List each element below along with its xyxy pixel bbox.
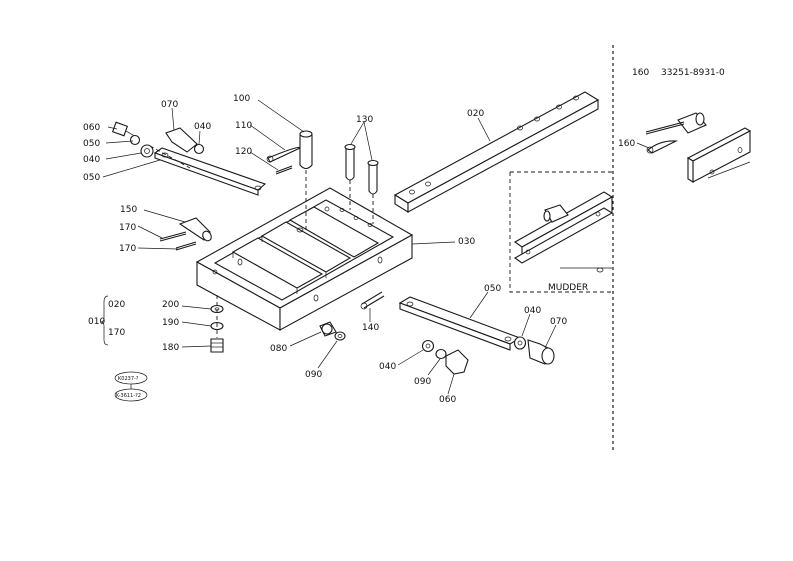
bolt-stack-upper-left <box>111 121 205 169</box>
bolt-stack-lower-left <box>210 295 224 353</box>
pin-150 <box>159 217 212 251</box>
callout-060-lower: 060 <box>439 395 456 405</box>
leader-lines <box>102 99 650 395</box>
callout-050-label-upper: 050 <box>83 139 100 149</box>
callout-060-upper: 060 <box>83 123 100 133</box>
callout-040-upper-left: 040 <box>83 155 100 165</box>
callout-130: 130 <box>356 115 373 125</box>
reference-part-160 <box>645 112 752 183</box>
assembly-item-170: 170 <box>108 328 125 338</box>
callout-110: 110 <box>235 121 252 131</box>
callout-070-lower: 070 <box>550 317 567 327</box>
callout-190: 190 <box>162 318 179 328</box>
callout-030: 030 <box>458 237 475 247</box>
callout-labels: 070 100 060 040 110 050 040 120 050 130 … <box>83 94 635 405</box>
stamp-bottom: K-3611-?2 <box>116 393 141 399</box>
callout-040-lower: 040 <box>379 362 396 372</box>
link-bar-050-upper <box>153 147 267 196</box>
callout-200: 200 <box>162 300 179 310</box>
clip-140 <box>360 291 385 310</box>
detail-label-mudder: MUDDER <box>548 283 588 293</box>
assembly-item-020: 020 <box>108 300 125 310</box>
assembly-code: 010 <box>88 317 105 327</box>
pins-130 <box>344 143 379 224</box>
drawbar-020 <box>393 91 600 213</box>
stamp-top: K0237-? <box>118 376 139 382</box>
callout-160: 160 <box>618 139 635 149</box>
callout-170-upper: 170 <box>119 223 136 233</box>
callout-050-upper: 050 <box>83 173 100 183</box>
hitch-pin-100 <box>266 130 313 230</box>
callout-090-right: 090 <box>414 377 431 387</box>
reference-item: 160 <box>632 68 649 78</box>
link-bar-050-lower <box>398 296 522 351</box>
callout-090-center: 090 <box>305 370 322 380</box>
assembly-group-010: 010 020 170 <box>88 295 125 346</box>
bolt-stack-lower-right <box>421 339 469 375</box>
callout-070-upper: 070 <box>161 100 178 110</box>
main-frame-030 <box>195 187 414 331</box>
mudder-detail-inset <box>509 171 614 293</box>
callout-080: 080 <box>270 344 287 354</box>
callout-150: 150 <box>120 205 137 215</box>
reference-part-number: 33251-8931-0 <box>661 68 725 78</box>
callout-040-upper: 040 <box>194 122 211 132</box>
callout-120: 120 <box>235 147 252 157</box>
callout-040-lower-right: 040 <box>524 306 541 316</box>
callout-140: 140 <box>362 323 379 333</box>
callout-180: 180 <box>162 343 179 353</box>
callout-050-lower: 050 <box>484 284 501 294</box>
callout-170-lower: 170 <box>119 244 136 254</box>
callout-020: 020 <box>467 109 484 119</box>
catalog-stamp: K0237-? K-3611-?2 <box>114 371 148 402</box>
pin-070-right <box>513 336 555 365</box>
callout-100: 100 <box>233 94 250 104</box>
bushing-080 <box>319 321 346 341</box>
